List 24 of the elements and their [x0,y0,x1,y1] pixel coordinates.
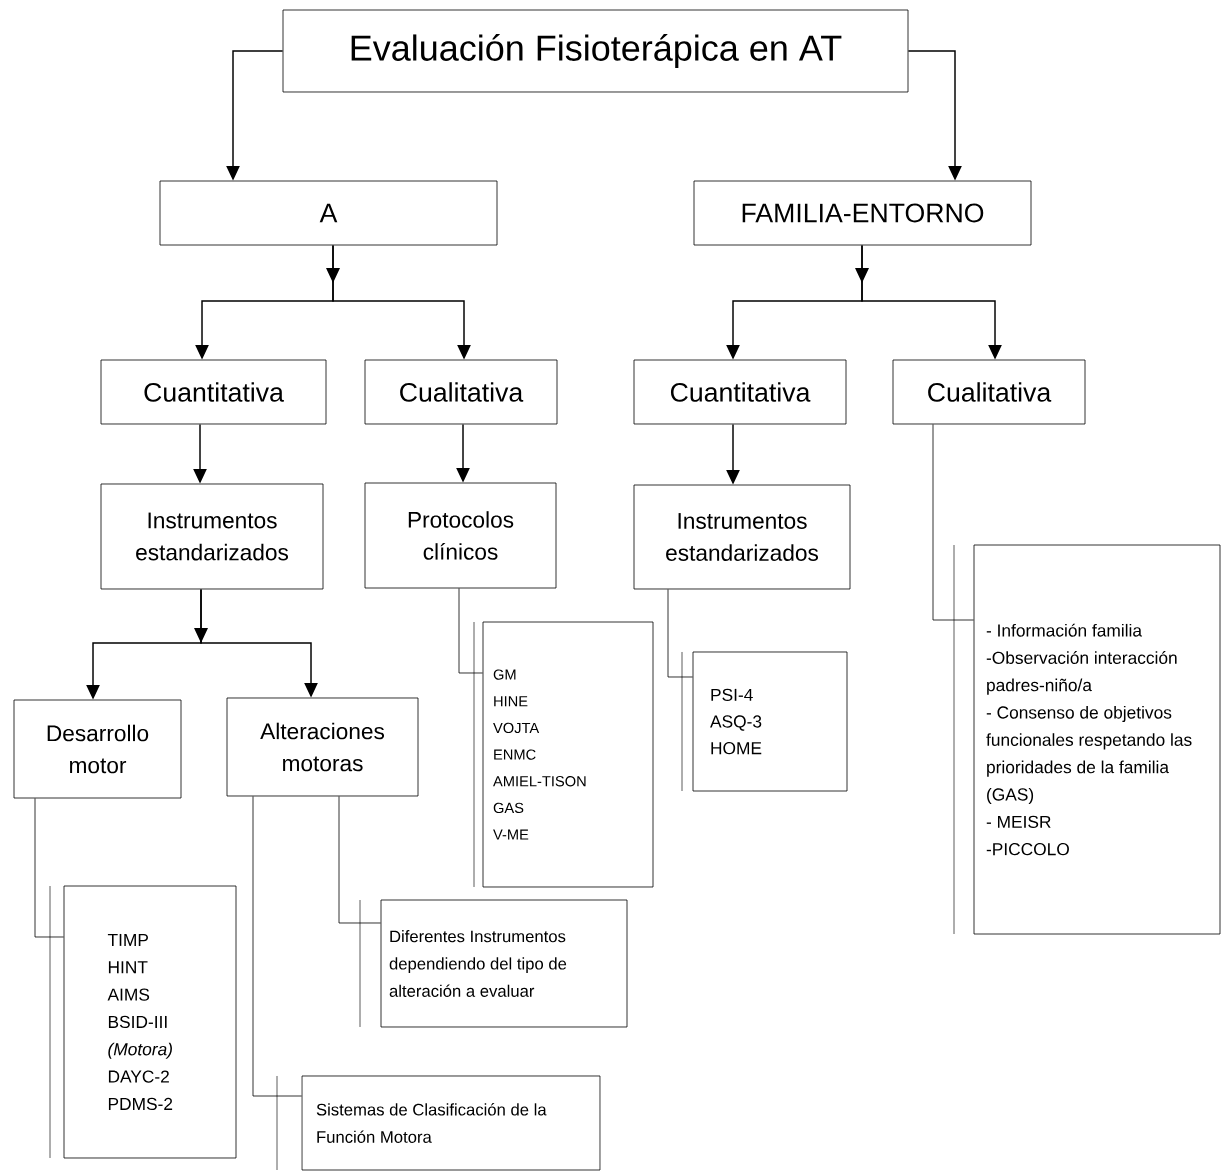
method-box: Cualitativa [892,359,1086,425]
method-box: Cuantitativa [100,359,327,425]
list-box: - Información familia -Observación interacción padres-niño/a - Consenso de objetivos funcionales respetando las prioridades de la familia (GAS) - MEISR -PICCOLO [973,544,1221,935]
note-box: Diferentes Instrumentos dependiendo del tipo de alteración a evaluar [380,899,628,1028]
connector-line [34,798,64,938]
process-box: Alteraciones motoras [226,697,419,797]
list-box: TIMP HINT AIMS BSID-III (Motora) DAYC-2 PDMS-2 [63,885,237,1159]
category-box: FAMILIA-ENTORNO [693,180,1032,246]
connector-line [667,589,693,678]
process-box: Instrumentos estandarizados [100,483,324,590]
method-box: Cualitativa [364,359,558,425]
connector-line [252,796,302,1097]
title-box: Evaluación Fisioterápica en AT [282,9,909,93]
connector-line [458,588,483,674]
note-box: Sistemas de Clasificación de la Función Motora [301,1075,601,1171]
category-box: A [159,180,498,246]
process-box: Protocolos clínicos [364,482,557,589]
list-box: GM HINE VOJTA ENMC AMIEL-TISON GAS V-ME [482,621,654,888]
list-box: PSI-4 ASQ-3 HOME [692,651,848,792]
process-box: Instrumentos estandarizados [633,484,851,590]
connector-line [338,796,381,924]
connector-line [932,424,974,621]
method-box: Cuantitativa [633,359,847,425]
process-box: Desarrollo motor [13,699,182,799]
